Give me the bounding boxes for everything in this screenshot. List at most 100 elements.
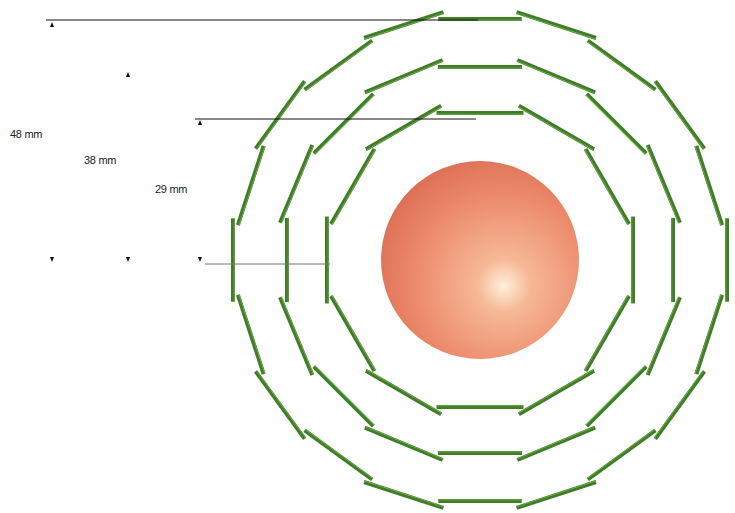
- dimension-label: 29 mm: [154, 183, 188, 195]
- stave: [256, 371, 305, 439]
- stave-highlight: [315, 366, 375, 426]
- stave: [280, 297, 312, 375]
- stave: [331, 149, 374, 224]
- stave: [285, 218, 289, 302]
- stave-highlight: [367, 370, 442, 413]
- stave-highlight: [438, 499, 521, 500]
- stave: [438, 499, 521, 503]
- stave-highlight: [517, 427, 595, 459]
- stave-highlight: [695, 146, 721, 225]
- stave: [519, 371, 594, 414]
- dimension-label: 48 mm: [9, 128, 43, 140]
- stave-highlight: [257, 82, 306, 150]
- stave-highlight: [364, 13, 443, 39]
- stave-highlight: [517, 61, 595, 93]
- stave: [305, 41, 373, 90]
- stave: [314, 367, 374, 427]
- dimension-arrowheads: [50, 22, 202, 262]
- stave: [437, 405, 524, 409]
- stave-highlight: [671, 218, 672, 302]
- stave-highlight: [585, 295, 628, 370]
- stave: [438, 451, 522, 455]
- stave: [648, 297, 680, 375]
- stave: [696, 146, 722, 225]
- stave-highlight: [234, 218, 235, 301]
- stave: [588, 430, 656, 479]
- stave: [655, 81, 704, 149]
- stave: [365, 60, 443, 92]
- stave-highlight: [315, 95, 375, 155]
- stave: [519, 106, 594, 149]
- stave-highlight: [695, 294, 721, 373]
- stave-highlight: [516, 481, 595, 507]
- stave: [517, 60, 595, 92]
- stave-highlight: [438, 68, 522, 69]
- stave: [648, 145, 680, 223]
- stave-highlight: [631, 217, 632, 304]
- stave: [365, 428, 443, 460]
- stave-highlight: [647, 297, 679, 375]
- stave: [586, 149, 629, 224]
- stave: [325, 217, 329, 304]
- stave-highlight: [586, 366, 646, 426]
- stave-highlight: [725, 218, 726, 301]
- stave-highlight: [518, 370, 593, 413]
- stave: [438, 65, 522, 69]
- stave-highlight: [365, 61, 443, 93]
- stave: [437, 111, 524, 115]
- stave-highlight: [239, 146, 265, 225]
- stave: [517, 428, 595, 460]
- stave-highlight: [437, 405, 524, 406]
- stave-highlight: [281, 145, 313, 223]
- stave: [364, 12, 443, 38]
- stave-highlight: [367, 107, 442, 150]
- beam-sphere: [381, 161, 579, 359]
- stave-highlight: [328, 217, 329, 304]
- dimension-label: 38 mm: [83, 154, 117, 166]
- stave-highlight: [365, 427, 443, 459]
- stave: [587, 367, 647, 427]
- stave: [586, 296, 629, 371]
- stave-highlight: [281, 297, 313, 375]
- stave: [655, 371, 704, 439]
- stave-highlight: [518, 107, 593, 150]
- stave: [671, 218, 675, 302]
- stave-highlight: [305, 430, 373, 479]
- stave: [366, 371, 441, 414]
- stave-highlight: [437, 114, 524, 115]
- stave: [725, 218, 729, 301]
- stave: [280, 145, 312, 223]
- stave-highlight: [438, 451, 522, 452]
- dimension-lines: [46, 20, 478, 264]
- stave-highlight: [587, 430, 655, 479]
- stave: [305, 430, 373, 479]
- stave-highlight: [654, 82, 703, 150]
- stave: [256, 81, 305, 149]
- stave: [366, 106, 441, 149]
- stave-highlight: [647, 145, 679, 223]
- stave-highlight: [332, 295, 375, 370]
- stave: [587, 94, 647, 154]
- stave-highlight: [654, 371, 703, 439]
- stave-highlight: [364, 481, 443, 507]
- stave-highlight: [257, 371, 306, 439]
- stave-highlight: [239, 294, 265, 373]
- stave: [314, 94, 374, 154]
- stave: [238, 295, 264, 374]
- stave: [517, 12, 596, 38]
- stave-highlight: [305, 42, 373, 91]
- stave: [238, 146, 264, 225]
- stave: [231, 218, 235, 301]
- stave-highlight: [587, 42, 655, 91]
- stave-highlight: [288, 218, 289, 302]
- stave: [331, 296, 374, 371]
- stave-highlight: [585, 150, 628, 225]
- stave-layers: [233, 12, 727, 508]
- stave: [631, 217, 635, 304]
- stave: [364, 482, 443, 508]
- stave: [696, 295, 722, 374]
- stave: [517, 482, 596, 508]
- stave-highlight: [516, 13, 595, 39]
